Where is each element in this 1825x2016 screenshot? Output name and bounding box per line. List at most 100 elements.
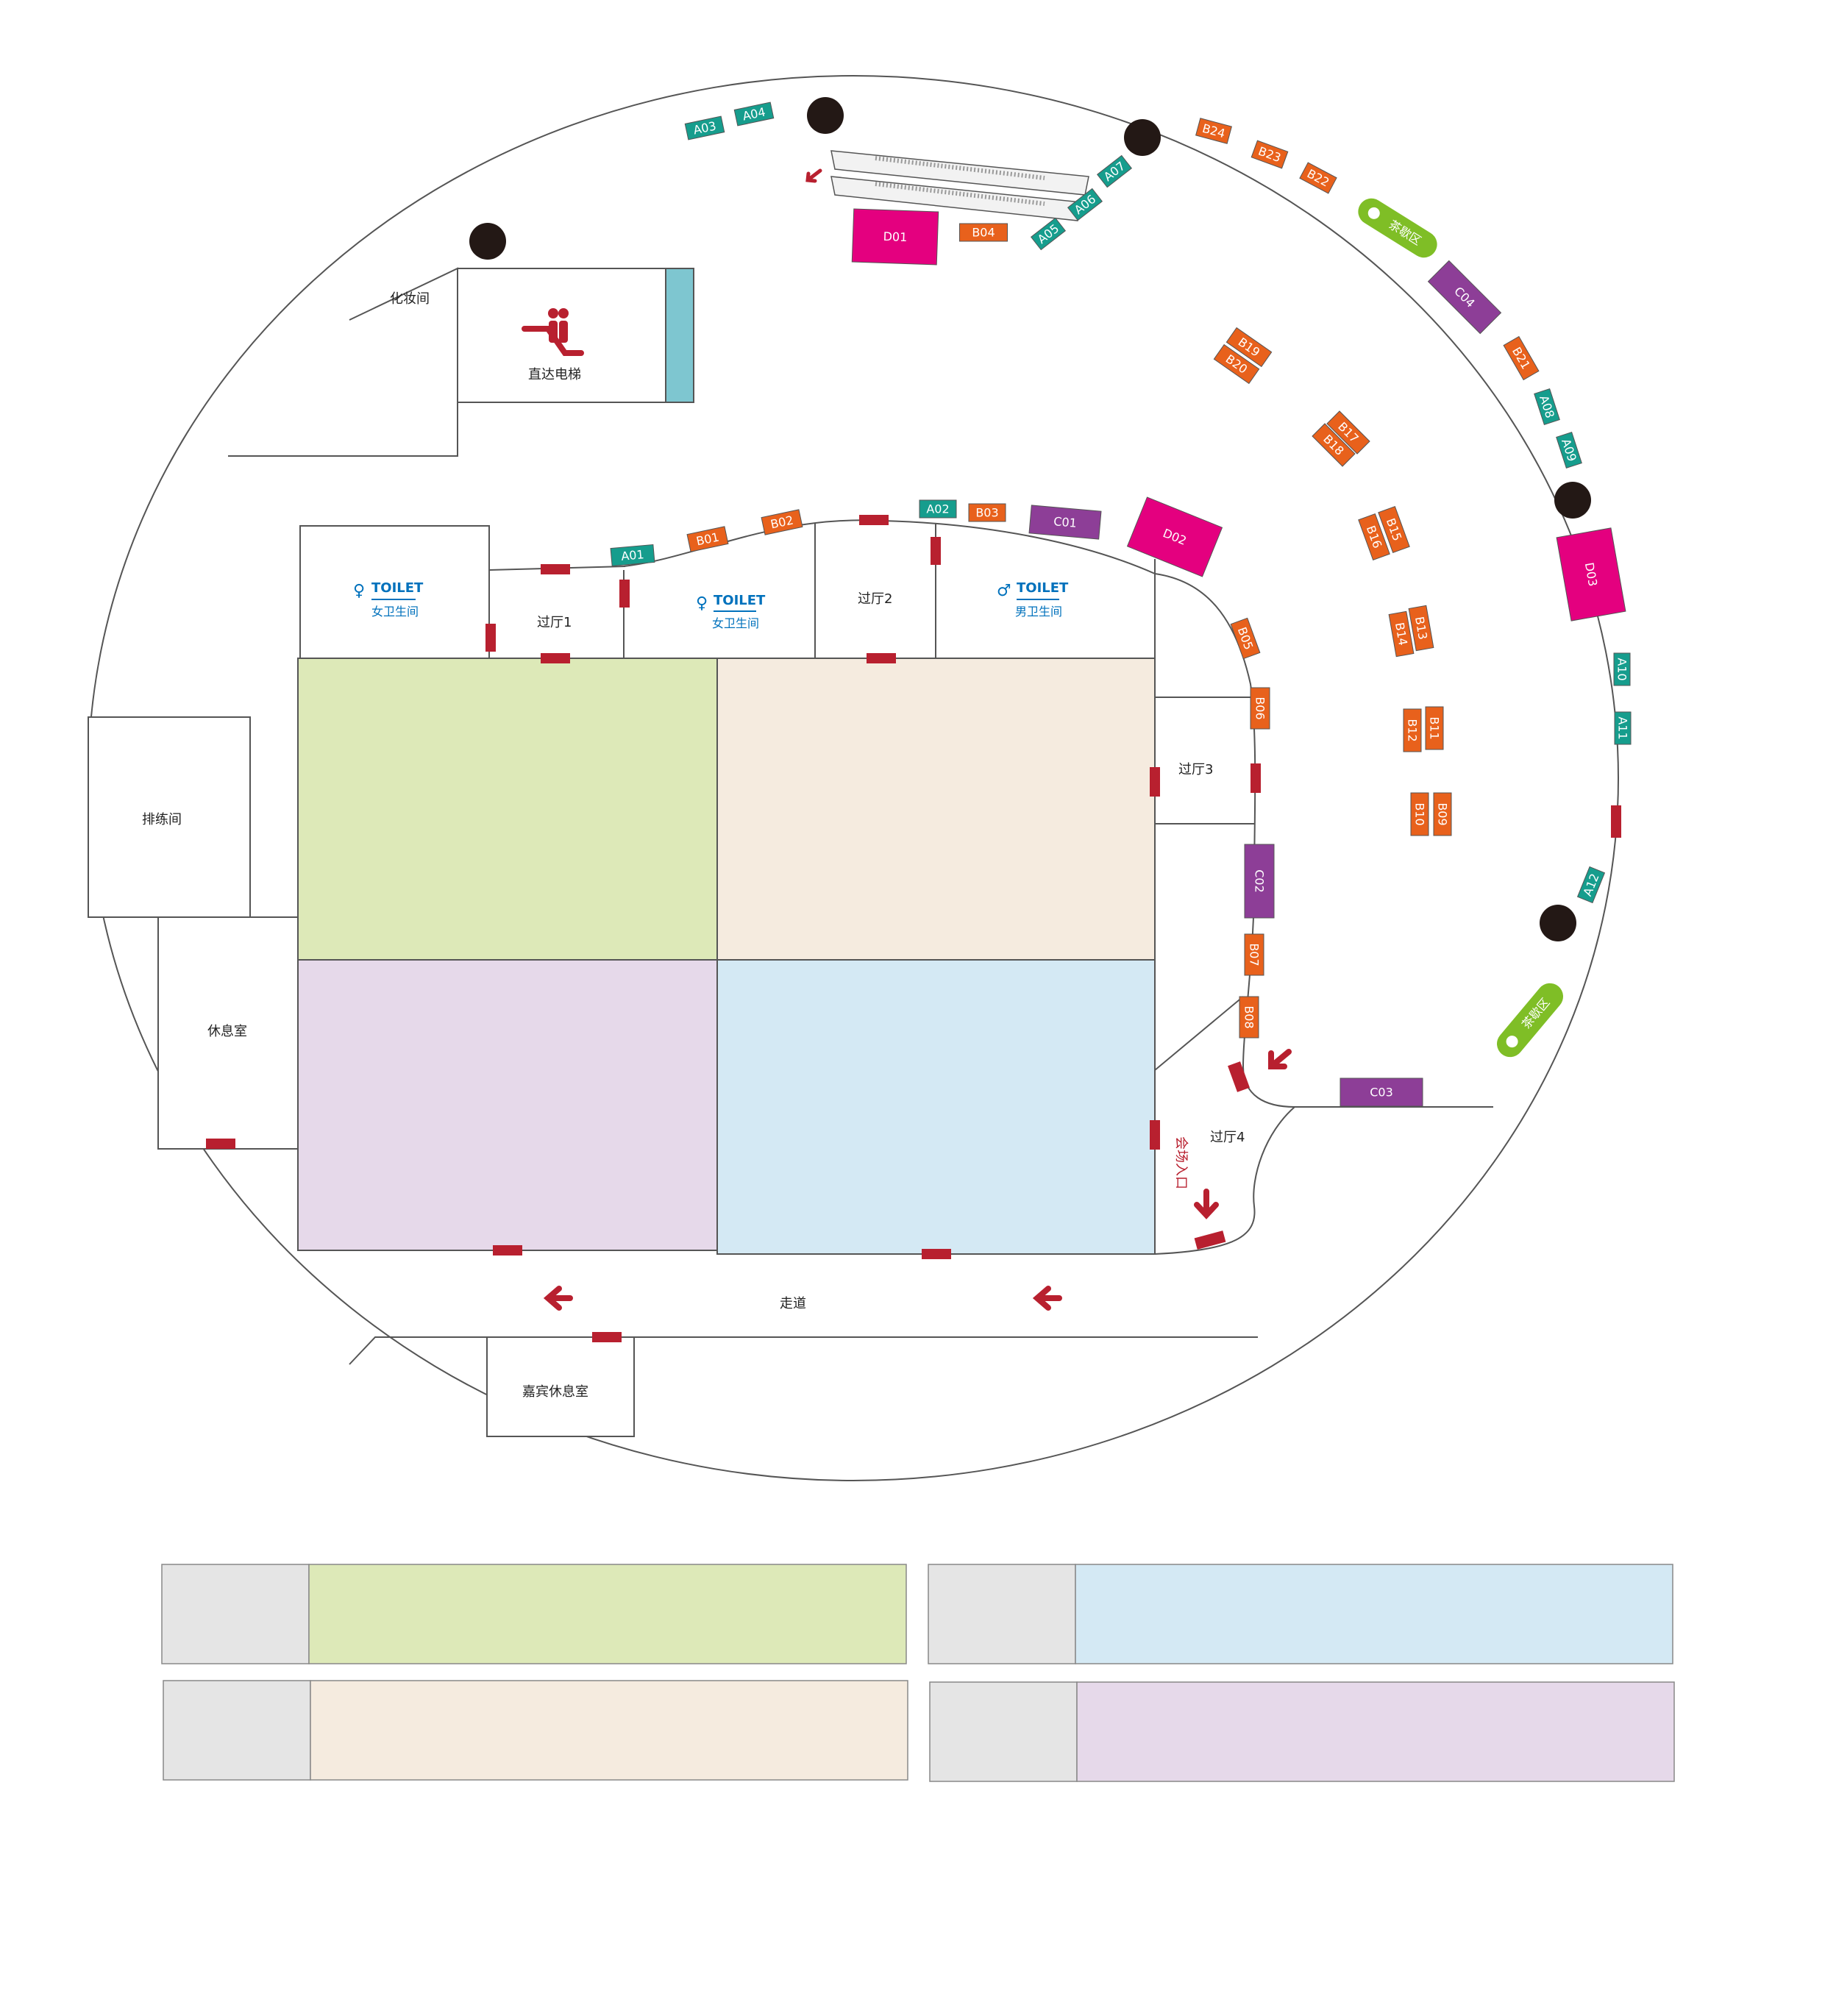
svg-text:女卫生间: 女卫生间 bbox=[712, 616, 759, 630]
arrow-down-icon bbox=[1194, 1189, 1219, 1219]
elevator-icon bbox=[522, 308, 584, 356]
booth-a01[interactable]: A01 bbox=[610, 544, 655, 567]
zone-blue[interactable] bbox=[716, 959, 1156, 1255]
booth-label: C02 bbox=[1253, 869, 1267, 893]
booth-b04[interactable]: B04 bbox=[959, 223, 1008, 242]
hall1-label: 过厅1 bbox=[537, 615, 572, 630]
direction-arrows bbox=[543, 168, 1292, 1311]
booth-c02[interactable]: C02 bbox=[1244, 844, 1275, 919]
women-toilet-1-room bbox=[299, 525, 490, 659]
booth-c01[interactable]: C01 bbox=[1028, 505, 1102, 540]
corridor-label: 走道 bbox=[780, 1296, 806, 1311]
pillar bbox=[1554, 482, 1591, 519]
legend-swatch-green bbox=[308, 1564, 907, 1664]
hall4-label: 过厅4 bbox=[1210, 1130, 1245, 1145]
person-icon: ♀ bbox=[353, 582, 365, 600]
booth-b22[interactable]: B22 bbox=[1299, 162, 1337, 194]
doors bbox=[206, 515, 1621, 1342]
booth-b21[interactable]: B21 bbox=[1503, 335, 1540, 381]
legend-swatch-blue bbox=[1075, 1564, 1673, 1664]
booth-a08[interactable]: A08 bbox=[1534, 388, 1560, 425]
booth-label: B03 bbox=[975, 506, 998, 520]
toilet-sign-women-1: ♀ TOILET 女卫生间 bbox=[353, 580, 424, 619]
pillar bbox=[807, 97, 844, 134]
legend-swatch-purple bbox=[1076, 1681, 1675, 1782]
booth-label: C01 bbox=[1053, 514, 1077, 530]
vip-lounge-label: 嘉宾休息室 bbox=[522, 1384, 588, 1400]
booth-d01[interactable]: D01 bbox=[851, 208, 939, 266]
booth-b09[interactable]: B09 bbox=[1433, 792, 1452, 836]
booth-b10[interactable]: B10 bbox=[1410, 792, 1429, 836]
booth-label: B09 bbox=[1436, 802, 1450, 825]
vip-lounge-room[interactable] bbox=[486, 1336, 635, 1437]
rehearsal-room[interactable] bbox=[88, 716, 251, 918]
lounge-label: 休息室 bbox=[207, 1024, 247, 1039]
booth-b07[interactable]: B07 bbox=[1244, 933, 1264, 976]
hall1-walls bbox=[488, 566, 626, 658]
zone-purple[interactable] bbox=[297, 959, 718, 1251]
tea-area-2: 茶歇区 bbox=[1497, 983, 1563, 1058]
booth-d02[interactable]: D02 bbox=[1126, 496, 1223, 577]
booths: A01A02A03A04A05A06A07A08A09A10A11A12B01B… bbox=[610, 101, 1632, 1107]
booth-label: B10 bbox=[1413, 802, 1427, 825]
booth-b08[interactable]: B08 bbox=[1239, 996, 1259, 1039]
makeup-room-label: 化妆间 bbox=[390, 291, 430, 307]
booth-a03[interactable]: A03 bbox=[684, 115, 725, 140]
person-icon: ♀ bbox=[696, 594, 708, 613]
booth-b02[interactable]: B02 bbox=[761, 509, 803, 535]
booth-b01[interactable]: B01 bbox=[686, 526, 729, 552]
booth-b03[interactable]: B03 bbox=[968, 503, 1006, 522]
booth-a02[interactable]: A02 bbox=[919, 499, 957, 519]
booth-label: D01 bbox=[883, 229, 907, 244]
booth-d03[interactable]: D03 bbox=[1556, 527, 1626, 621]
booth-b16[interactable]: B16 bbox=[1358, 513, 1390, 560]
arrow-downleft-icon bbox=[1268, 1049, 1292, 1069]
booth-label: B07 bbox=[1248, 943, 1262, 966]
booth-a04[interactable]: A04 bbox=[733, 101, 775, 127]
hall3-label: 过厅3 bbox=[1178, 762, 1213, 777]
toilet-sign-men: ♂ TOILET 男卫生间 bbox=[997, 580, 1069, 619]
hall2-label: 过厅2 bbox=[858, 591, 892, 607]
booth-a09[interactable]: A09 bbox=[1556, 432, 1582, 469]
booth-b13[interactable]: B13 bbox=[1408, 605, 1434, 652]
booth-b11[interactable]: B11 bbox=[1425, 706, 1444, 750]
zone-green[interactable] bbox=[297, 658, 718, 961]
booth-a05[interactable]: A05 bbox=[1030, 217, 1067, 251]
booth-a11[interactable]: A11 bbox=[1614, 711, 1632, 745]
legend-key-green bbox=[161, 1564, 310, 1664]
booth-label: B12 bbox=[1406, 719, 1420, 741]
booth-label: B05 bbox=[1235, 625, 1256, 652]
booth-b14[interactable]: B14 bbox=[1388, 610, 1415, 658]
booth-a10[interactable]: A10 bbox=[1613, 652, 1631, 686]
booth-b15[interactable]: B15 bbox=[1378, 506, 1410, 553]
booth-a07[interactable]: A07 bbox=[1096, 154, 1133, 188]
booth-label: B04 bbox=[972, 226, 995, 240]
svg-text:TOILET: TOILET bbox=[1017, 580, 1069, 596]
booth-b06[interactable]: B06 bbox=[1250, 687, 1270, 730]
svg-text:TOILET: TOILET bbox=[371, 580, 424, 596]
booth-label: A08 bbox=[1537, 393, 1557, 420]
svg-text:男卫生间: 男卫生间 bbox=[1015, 605, 1062, 619]
booth-label: B23 bbox=[1256, 144, 1283, 165]
toilet-sign-women-2: ♀ TOILET 女卫生间 bbox=[696, 593, 766, 630]
booth-label: A09 bbox=[1559, 437, 1579, 463]
zone-beige[interactable] bbox=[716, 658, 1156, 961]
booth-c03[interactable]: C03 bbox=[1340, 1078, 1423, 1107]
hall3-walls bbox=[1155, 697, 1254, 824]
elevator-label: 直达电梯 bbox=[528, 367, 581, 382]
booth-b24[interactable]: B24 bbox=[1195, 118, 1232, 144]
pillar bbox=[1124, 119, 1161, 156]
south-corridor-wall bbox=[349, 1336, 1258, 1365]
arrow-left-icon bbox=[543, 1286, 573, 1311]
booth-c04[interactable]: C04 bbox=[1427, 260, 1502, 335]
legend-key-beige bbox=[163, 1680, 311, 1781]
legend-swatch-beige bbox=[310, 1680, 908, 1781]
teacup-icon bbox=[1367, 207, 1380, 219]
pillar bbox=[469, 223, 506, 260]
pillar bbox=[1540, 905, 1576, 941]
booth-b23[interactable]: B23 bbox=[1251, 140, 1289, 169]
booth-b12[interactable]: B12 bbox=[1403, 708, 1422, 752]
booth-a12[interactable]: A12 bbox=[1576, 866, 1606, 904]
booth-label: A01 bbox=[621, 547, 645, 563]
booth-label: B16 bbox=[1364, 524, 1385, 550]
